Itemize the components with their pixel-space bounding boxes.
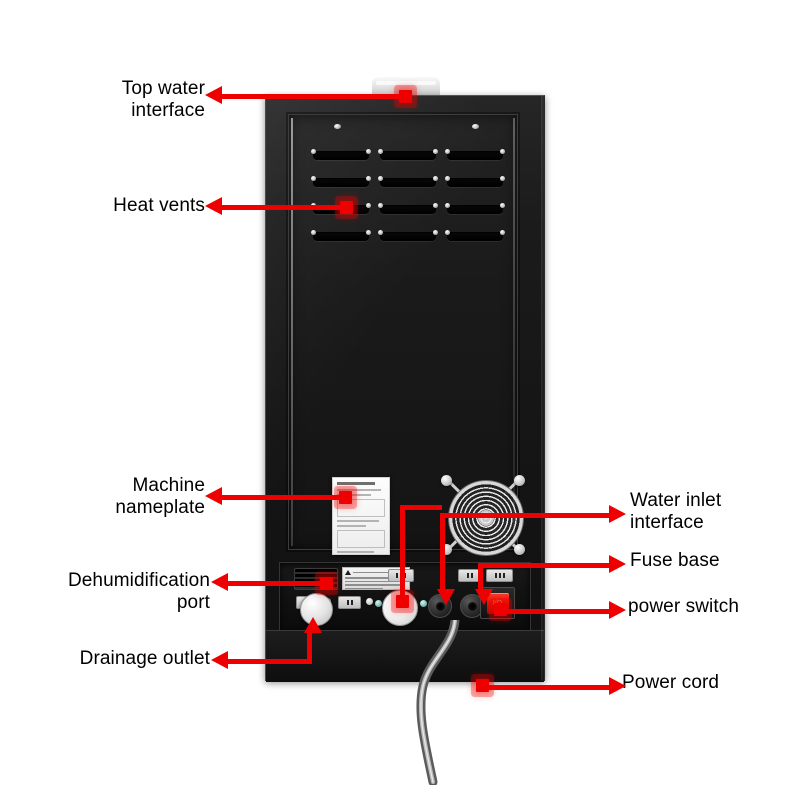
leader-riser-fuse-base [478, 563, 483, 591]
grille-mesh [449, 481, 523, 555]
vent-row [311, 176, 505, 187]
vent-slot [378, 203, 438, 214]
panel-screw-icon [334, 124, 341, 129]
leader-arrow-water-inlet-tip [437, 589, 455, 605]
indicator-led [375, 600, 382, 607]
base-plinth [266, 630, 544, 682]
heat-vents-group [311, 149, 505, 259]
vent-slot [378, 230, 438, 241]
leader-arrow-fuse-base [609, 555, 626, 573]
top-water-interface-cap [372, 76, 440, 97]
vent-slot [445, 149, 505, 160]
callout-label-machine-nameplate: Machine nameplate [115, 475, 205, 519]
leader-arrow-drainage-outlet [211, 651, 228, 669]
vent-slot [445, 203, 505, 214]
callout-label-top-water-interface: Top water interface [121, 78, 205, 122]
leader-line-machine-nameplate [222, 495, 348, 500]
power-cord-cable [416, 620, 460, 785]
warning-label-textline [345, 580, 399, 583]
leader-arrow-water-inlet-interface [609, 505, 626, 523]
vent-slot [311, 149, 371, 160]
anchor-marker-machine-nameplate [339, 491, 352, 504]
indicator-led [420, 600, 427, 607]
machine-nameplate [332, 477, 390, 555]
anchor-marker-power-switch [494, 603, 507, 616]
leader-arrow-fuse-base-tip [475, 589, 493, 605]
anchor-marker-power-cord [476, 679, 489, 692]
callout-label-fuse-base: Fuse base [630, 550, 720, 571]
grille-mount-post [514, 475, 525, 486]
nameplate-field [337, 530, 385, 548]
leader-arrow-top-water-interface [205, 86, 222, 104]
leader-arrow-drainage-outlet-tip [304, 617, 322, 633]
terminal-socket[interactable] [338, 596, 361, 609]
leader-line-drainage-outlet [228, 659, 312, 664]
grille-mount-post [441, 475, 452, 486]
vent-slot [378, 176, 438, 187]
nameplate-textline [337, 489, 382, 491]
leader-arrow-power-cord [609, 677, 626, 695]
leader-jog-water-fitting [400, 505, 442, 510]
leader-line-fuse-base [478, 563, 610, 568]
nameplate-textline [337, 525, 366, 527]
callout-label-power-switch: power switch [628, 596, 740, 617]
warning-label-textline [345, 584, 401, 586]
fan-grille [441, 473, 525, 557]
leader-riser-water-inlet-interface [440, 513, 445, 591]
leader-riser-water-fitting [400, 505, 405, 600]
vent-slot [445, 230, 505, 241]
leader-line-power-switch [500, 609, 610, 614]
anchor-marker-water-fitting [396, 595, 409, 608]
rear-access-panel [288, 114, 525, 555]
warning-label-textline [345, 577, 403, 579]
callout-label-drainage-outlet: Drainage outlet [79, 648, 210, 669]
callout-label-water-inlet-interface: Water inlet interface [630, 490, 722, 534]
nameplate-textline [337, 494, 371, 496]
grille-mount-post [514, 544, 525, 555]
leader-arrow-heat-vents [205, 197, 222, 215]
leader-line-dehumidification-port [228, 581, 326, 586]
warning-triangle-icon [345, 570, 351, 575]
nameplate-heading [337, 482, 376, 485]
appliance-body: I/O [265, 95, 545, 682]
anchor-marker-top-water-interface [399, 90, 412, 103]
nameplate-field [337, 499, 385, 517]
indicator-led [366, 598, 373, 605]
leader-line-top-water-interface [222, 94, 407, 99]
nameplate-textline [337, 520, 380, 522]
vent-slot [378, 149, 438, 160]
vent-slot [311, 230, 371, 241]
leader-line-heat-vents [222, 205, 349, 210]
callout-label-heat-vents: Heat vents [113, 195, 205, 216]
leader-arrow-machine-nameplate [205, 487, 222, 505]
vent-slot [445, 176, 505, 187]
warning-label-header [345, 570, 407, 575]
terminal-socket[interactable] [486, 569, 513, 582]
anchor-marker-dehumidification-port [320, 577, 333, 590]
vent-slot [311, 176, 371, 187]
grille-mount-post [441, 544, 452, 555]
leader-arrow-dehumidification-port [211, 573, 228, 591]
nameplate-textline [337, 551, 375, 553]
leader-line-water-inlet-interface [440, 513, 610, 518]
warning-label-textline [345, 587, 384, 589]
vent-row [311, 149, 505, 160]
callout-label-power-cord: Power cord [622, 672, 720, 693]
warning-label-title [353, 571, 391, 574]
leader-arrow-power-switch [609, 601, 626, 619]
vent-row [311, 230, 505, 241]
panel-screw-icon [472, 124, 479, 129]
leader-line-power-cord [483, 685, 610, 690]
anchor-marker-heat-vents [340, 201, 353, 214]
callout-label-dehumidification-port: Dehumidification port [67, 570, 210, 614]
leader-riser-drainage-outlet [307, 632, 312, 661]
